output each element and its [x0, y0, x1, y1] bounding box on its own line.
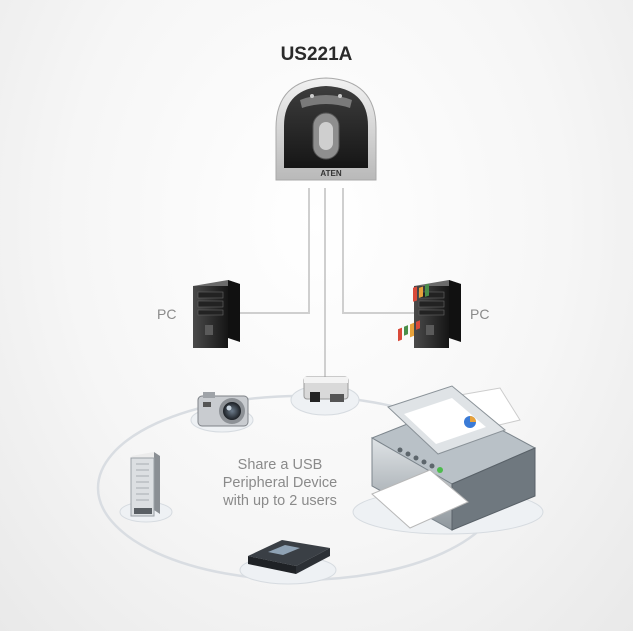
- share-caption-line3: with up to 2 users: [223, 493, 337, 509]
- cable-right: [342, 188, 415, 314]
- cables: [235, 188, 415, 378]
- share-caption-line1: Share a USB: [237, 457, 323, 473]
- cable-left: [235, 188, 310, 314]
- scanner-icon: [239, 540, 337, 585]
- share-caption: Share a USB Peripheral Device with up to…: [205, 456, 355, 510]
- us221a-switch: ATEN: [275, 77, 377, 181]
- device-logo: ATEN: [320, 169, 341, 178]
- printer-icon: [352, 283, 544, 535]
- card-reader-icon: [290, 376, 360, 416]
- pc-left-label: PC: [157, 306, 177, 322]
- external-drive-icon: [119, 452, 173, 523]
- device-model-title: US221A: [280, 44, 353, 65]
- pc-left-tower-icon: [193, 280, 240, 348]
- share-caption-line2: Peripheral Device: [222, 475, 338, 491]
- camera-icon: [190, 392, 254, 433]
- pc-right-label: PC: [470, 306, 490, 322]
